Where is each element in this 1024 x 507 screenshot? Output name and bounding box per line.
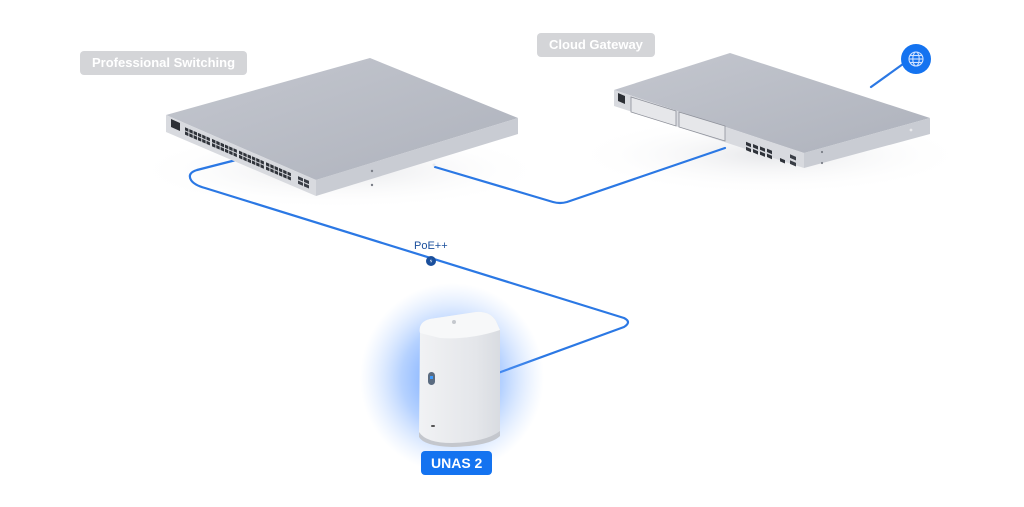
- switch-rj45-port: [206, 136, 210, 142]
- switch-rj45-port: [193, 135, 197, 140]
- switch-rj45-port: [260, 159, 264, 165]
- switch-rj45-port: [256, 158, 260, 163]
- switch-rj45-port: [229, 150, 233, 156]
- switch-rj45-port: [256, 162, 260, 167]
- unas-led: [431, 425, 435, 427]
- switch-rj45-port: [278, 172, 283, 177]
- switch-side: [316, 118, 518, 196]
- switch-rj45-port: [233, 152, 237, 158]
- gateway-rj45-port: [760, 146, 765, 152]
- switch-rj45-port: [270, 164, 274, 169]
- switch-rj45-port: [266, 166, 270, 172]
- switch-rj45-port: [287, 171, 291, 177]
- switch-rj45-port: [197, 132, 202, 138]
- switch-rj45-port: [247, 154, 251, 160]
- device-label-unas[interactable]: UNAS 2: [421, 451, 493, 475]
- switch-rj45-port: [251, 160, 256, 166]
- switch-rj45-port: [229, 146, 233, 152]
- gateway-wan-port: [780, 157, 785, 164]
- gateway-rj45-port: [767, 148, 772, 155]
- switch-rj45-port: [233, 148, 237, 153]
- switch-rj45-port: [185, 127, 189, 132]
- switch-rj45-port: [212, 143, 216, 148]
- gateway-sfp-port: [790, 154, 796, 161]
- switch-rj45-port: [189, 129, 193, 134]
- cable-switch-to-unas: [188, 158, 630, 375]
- lightning-icon: [429, 258, 433, 264]
- unas-base: [419, 431, 500, 447]
- drive-bay-2: [678, 111, 726, 142]
- switch-rj45-port: [243, 152, 247, 158]
- gateway-port-grid: [746, 141, 796, 167]
- unas-logo: [452, 320, 456, 324]
- switch-rj45-port: [283, 169, 287, 175]
- gateway-top: [614, 53, 930, 153]
- switch-rj45-port: [220, 142, 224, 148]
- switch-rj45-port: [247, 158, 251, 164]
- internet-node[interactable]: [901, 44, 931, 74]
- unas-device[interactable]: [419, 311, 500, 447]
- switch-sfp-port: [298, 176, 303, 182]
- switch-rj45-port: [224, 148, 229, 154]
- switch-rj45-port: [193, 130, 197, 136]
- gateway-power-port: [618, 93, 625, 104]
- switch-rj45-port: [220, 146, 224, 152]
- gateway-rj45-port: [753, 149, 758, 155]
- switch-power-port: [171, 119, 180, 131]
- switch-rj45-port: [243, 156, 247, 162]
- gateway-rj45-port: [746, 141, 751, 148]
- switch-rj45-port: [266, 162, 270, 167]
- switch-rj45-port: [287, 175, 291, 181]
- unas-body: [419, 311, 500, 445]
- poe-link-label: PoE++: [414, 240, 448, 252]
- switch-rj45-port: [202, 138, 206, 144]
- gateway-sfp-port: [790, 160, 796, 167]
- switch-rj45-port: [260, 164, 264, 169]
- switch-top: [166, 58, 518, 180]
- gateway-rj45-port: [753, 144, 758, 150]
- switch-rj45-port: [283, 173, 287, 179]
- gateway-rj45-port: [760, 151, 765, 157]
- switch-rj45-port: [239, 154, 243, 160]
- switch-rj45-port: [212, 138, 216, 144]
- drive-bay-1: [630, 96, 677, 127]
- gateway-rj45-port: [746, 146, 751, 153]
- switch-rj45-port: [202, 134, 206, 140]
- switch-rj45-port: [274, 166, 278, 171]
- switch-sfp-port: [298, 180, 303, 186]
- switch-rj45-port: [251, 156, 256, 161]
- switch-rj45-port: [274, 170, 278, 175]
- switch-rj45-port: [216, 140, 220, 146]
- poe-marker: [426, 256, 436, 266]
- switch-rj45-port: [189, 133, 193, 138]
- switch-rj45-port: [206, 140, 210, 146]
- cable-gateway-to-internet: [869, 62, 905, 89]
- switch-rj45-port: [197, 137, 202, 142]
- switch-rj45-port: [278, 167, 283, 173]
- globe-icon: [908, 51, 924, 67]
- device-label-gateway[interactable]: Cloud Gateway: [537, 33, 655, 57]
- switch-port-grid: [185, 127, 309, 189]
- cable-switch-to-gateway: [433, 146, 727, 205]
- switch-rj45-port: [185, 131, 189, 137]
- gateway-side: [804, 118, 930, 168]
- switch-rj45-port: [239, 150, 243, 156]
- unas-top: [419, 311, 500, 339]
- switch-device[interactable]: [166, 58, 518, 196]
- switch-sfp-port: [304, 183, 309, 189]
- switch-rj45-port: [270, 168, 274, 174]
- gateway-rj45-port: [767, 153, 772, 160]
- device-label-switch[interactable]: Professional Switching: [80, 51, 248, 75]
- gateway-device[interactable]: [614, 53, 930, 168]
- switch-rj45-port: [216, 144, 220, 150]
- switch-rj45-port: [224, 144, 229, 150]
- switch-sfp-port: [304, 178, 309, 185]
